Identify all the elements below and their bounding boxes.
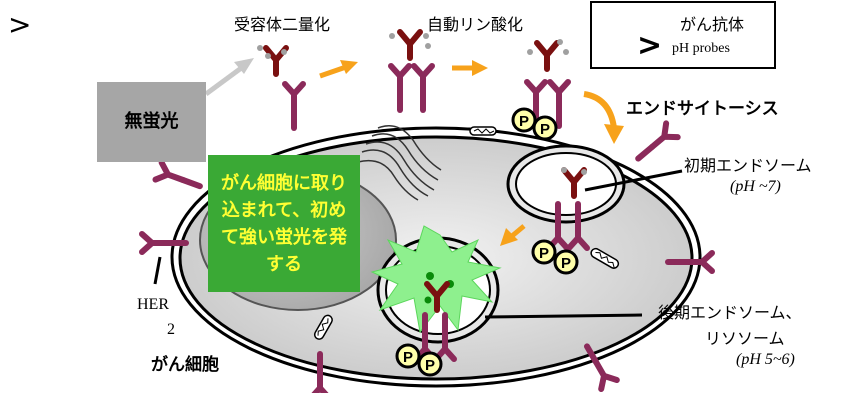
antibody	[537, 43, 557, 69]
orange-arrow	[500, 224, 526, 246]
svg-text:P: P	[425, 357, 435, 374]
svg-text:P: P	[540, 121, 550, 138]
gt-symbol: >	[8, 8, 32, 41]
orange-arrow	[452, 60, 488, 76]
svg-text:P: P	[403, 349, 413, 366]
fluorescence-callout-text: がん細胞に取り込まれて、初めて強い蛍光を発する	[221, 172, 347, 275]
svg-text:P: P	[519, 113, 529, 130]
svg-text:P: P	[539, 245, 549, 262]
cell-outer-membrane	[170, 126, 702, 388]
golgi-apparatus	[357, 125, 442, 201]
gray-arrow	[204, 58, 254, 97]
cancer-cell-label: がん細胞	[151, 355, 219, 375]
her2-receptor	[414, 66, 432, 110]
ph-probe-pair: P P	[531, 239, 579, 275]
endocytosis-label: エンドサイトーシス	[626, 99, 779, 119]
early-endosome-pointer	[584, 169, 683, 192]
her2-receptor	[155, 163, 203, 195]
her2-label-line1: HER	[137, 296, 169, 313]
her2-label-line2: 2	[167, 321, 175, 338]
her2-receptor	[391, 66, 409, 110]
orange-arrow	[583, 91, 624, 144]
lysosome-label: リソソーム	[705, 329, 785, 348]
mitochondrion	[590, 247, 620, 269]
mitochondrion	[313, 314, 333, 340]
svg-text:P: P	[561, 255, 571, 272]
legend-antibody-label: がん抗体	[680, 15, 745, 34]
fluorescence-burst	[370, 225, 502, 334]
dimerization-label: 受容体二量化	[234, 15, 331, 34]
her2-receptor	[285, 84, 303, 128]
fluorescence-callout: がん細胞に取り込まれて、初めて強い蛍光を発する	[208, 155, 360, 292]
late-endosome-pointer	[484, 313, 643, 319]
no-fluorescence-box: 無蛍光	[97, 82, 206, 162]
her2-receptor	[632, 123, 677, 165]
ph-probe-pair: P P	[395, 343, 443, 377]
ph-probe-pair: P P	[511, 107, 558, 141]
legend-box: がん抗体 pH probes	[590, 1, 776, 69]
early-endosome-label: 初期エンドソーム	[684, 156, 812, 175]
antibody	[400, 32, 420, 58]
late-endosome-ph: (pH 5~6)	[736, 351, 795, 368]
probe-legend-icon: >	[637, 28, 663, 63]
her2-pointer	[153, 256, 162, 285]
mitochondrion	[469, 126, 497, 136]
no-fluorescence-label: 無蛍光	[124, 111, 179, 132]
late-endosome-label: 後期エンドソーム、	[658, 303, 802, 322]
legend-probe-label: pH probes	[672, 41, 730, 56]
autophosphorylation-label: 自動リン酸化	[427, 15, 524, 34]
orange-arrow	[319, 60, 358, 79]
early-endosome-ph: (pH ~7)	[730, 178, 781, 195]
